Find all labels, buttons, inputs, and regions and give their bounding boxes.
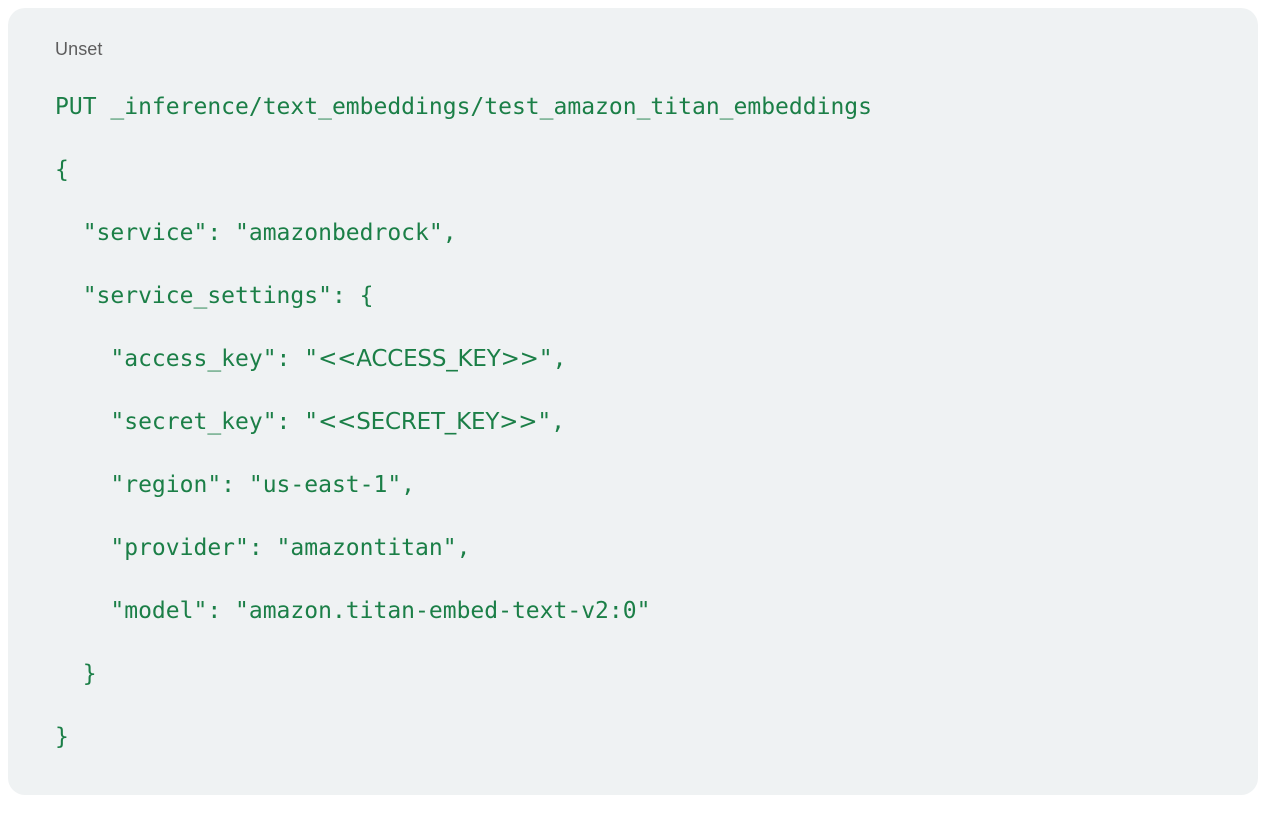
code-line-region: "region": "us-east-1", xyxy=(55,472,416,498)
code-content[interactable]: PUT _inference/text_embeddings/test_amaz… xyxy=(55,76,1224,769)
code-line-close-brace-inner: } xyxy=(55,661,97,687)
code-line-close-brace-outer: } xyxy=(55,724,69,750)
code-block-card: Unset PUT _inference/text_embeddings/tes… xyxy=(8,8,1258,795)
code-line-secret-key: "secret_key": "<<SECRET_KEY>>", xyxy=(55,409,566,435)
code-line-access-key: "access_key": "<<ACCESS_KEY>>", xyxy=(55,346,567,372)
code-line-service: "service": "amazonbedrock", xyxy=(55,220,457,246)
code-line-service-settings: "service_settings": { xyxy=(55,283,374,309)
placeholder-token: <<ACCESS_KEY>> xyxy=(318,346,539,372)
code-language-label: Unset xyxy=(55,39,103,59)
code-lines[interactable]: PUT _inference/text_embeddings/test_amaz… xyxy=(55,76,1224,769)
code-line-open-brace: { xyxy=(55,157,69,183)
code-line-model: "model": "amazon.titan-embed-text-v2:0" xyxy=(55,598,651,624)
code-line-provider: "provider": "amazontitan", xyxy=(55,535,471,561)
code-line-request: PUT _inference/text_embeddings/test_amaz… xyxy=(55,94,872,120)
placeholder-token: <<SECRET_KEY>> xyxy=(318,409,538,435)
